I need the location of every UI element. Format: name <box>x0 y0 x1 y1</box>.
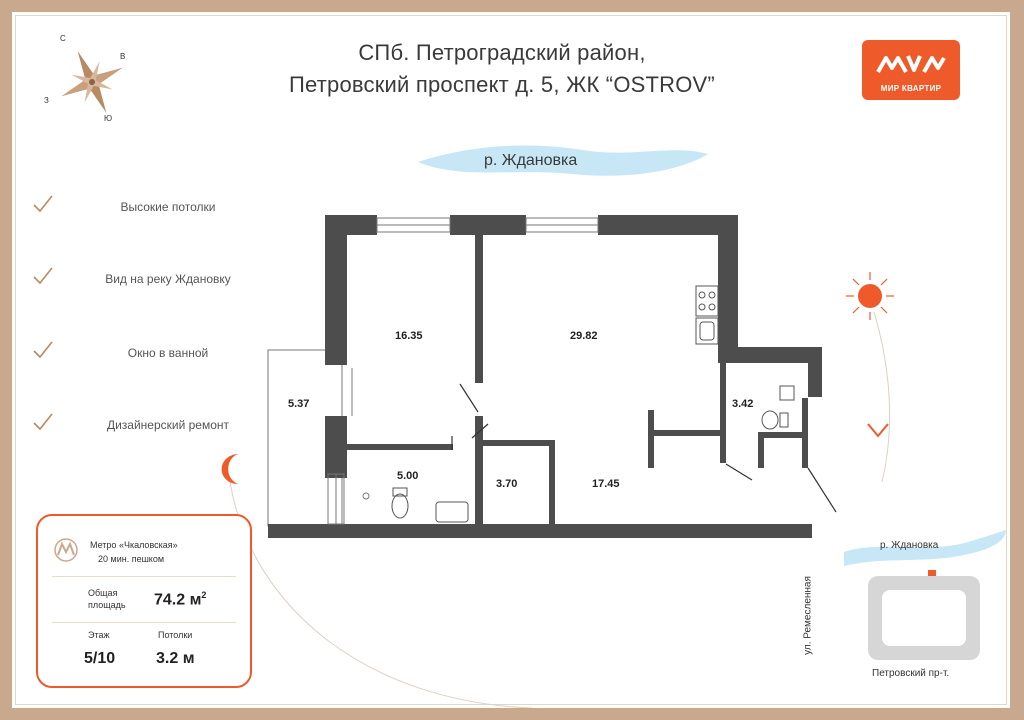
logo-mark-icon <box>876 55 946 73</box>
divider <box>52 622 236 623</box>
check-icon <box>33 195 53 213</box>
compass-north: С <box>60 34 66 43</box>
compass-south: Ю <box>104 114 113 123</box>
divider <box>52 576 236 577</box>
logo-text: МИР КВАРТИР <box>880 84 942 93</box>
room-area-bathroom: 5.00 <box>397 470 419 482</box>
feature-label: Вид на реку Ждановку <box>105 272 231 286</box>
ceiling-label: Потолки <box>158 630 193 640</box>
map-street-left: ул. Ремесленная <box>802 576 814 655</box>
metro-name: Метро «Чкаловская» <box>90 540 178 550</box>
check-icon <box>33 267 53 285</box>
floorplan-page: С В З Ю СПб. Петроградский район, Петров… <box>12 12 1010 708</box>
ceiling-value: 3.2 м <box>156 650 195 667</box>
page-title-line2: Петровский проспект д. 5, ЖК “OSTROV” <box>289 72 715 97</box>
check-icon <box>33 413 53 431</box>
compass-east: В <box>120 52 126 61</box>
feature-label: Окно в ванной <box>127 346 209 360</box>
map-street-bottom: Петровский пр-т. <box>872 668 950 679</box>
area-unit-superscript: 2 <box>201 590 207 600</box>
compass: С В З Ю <box>44 34 136 124</box>
direction-arrow-icon <box>867 423 889 438</box>
area-label-2: площадь <box>88 600 126 610</box>
floor-label: Этаж <box>88 630 110 640</box>
floor-value: 5/10 <box>84 650 116 667</box>
location-map <box>844 530 1006 660</box>
feature-label: Высокие потолки <box>120 200 216 214</box>
room-area-balcony: 5.37 <box>288 398 310 410</box>
moon-icon <box>221 454 238 484</box>
metro-icon <box>54 538 78 562</box>
room-area-storage: 3.70 <box>496 478 518 490</box>
metro-time: 20 мин. пешком <box>98 554 165 564</box>
room-area-kitchen-living: 29.82 <box>570 330 598 342</box>
sun-icon <box>846 272 894 320</box>
page-title-line1: СПб. Петроградский район, <box>358 40 646 65</box>
river-label: р. Ждановка <box>484 152 578 169</box>
map-river-label: р. Ждановка <box>880 540 939 551</box>
compass-west: З <box>44 96 49 105</box>
compass-rose-icon <box>61 51 123 113</box>
floor-plan <box>267 215 837 538</box>
room-area-bedroom: 16.35 <box>395 330 423 342</box>
brand-logo: МИР КВАРТИР <box>862 40 960 100</box>
apartment-info-card: Метро «Чкаловская» 20 мин. пешком Общая … <box>36 514 252 688</box>
check-icon <box>33 341 53 359</box>
room-area-hall: 17.45 <box>592 478 620 490</box>
area-value: 74.2 м2 <box>154 590 207 609</box>
area-label-1: Общая <box>88 588 118 598</box>
feature-label: Дизайнерский ремонт <box>106 418 230 432</box>
river-shape <box>418 145 708 176</box>
room-area-wc: 3.42 <box>732 398 754 410</box>
